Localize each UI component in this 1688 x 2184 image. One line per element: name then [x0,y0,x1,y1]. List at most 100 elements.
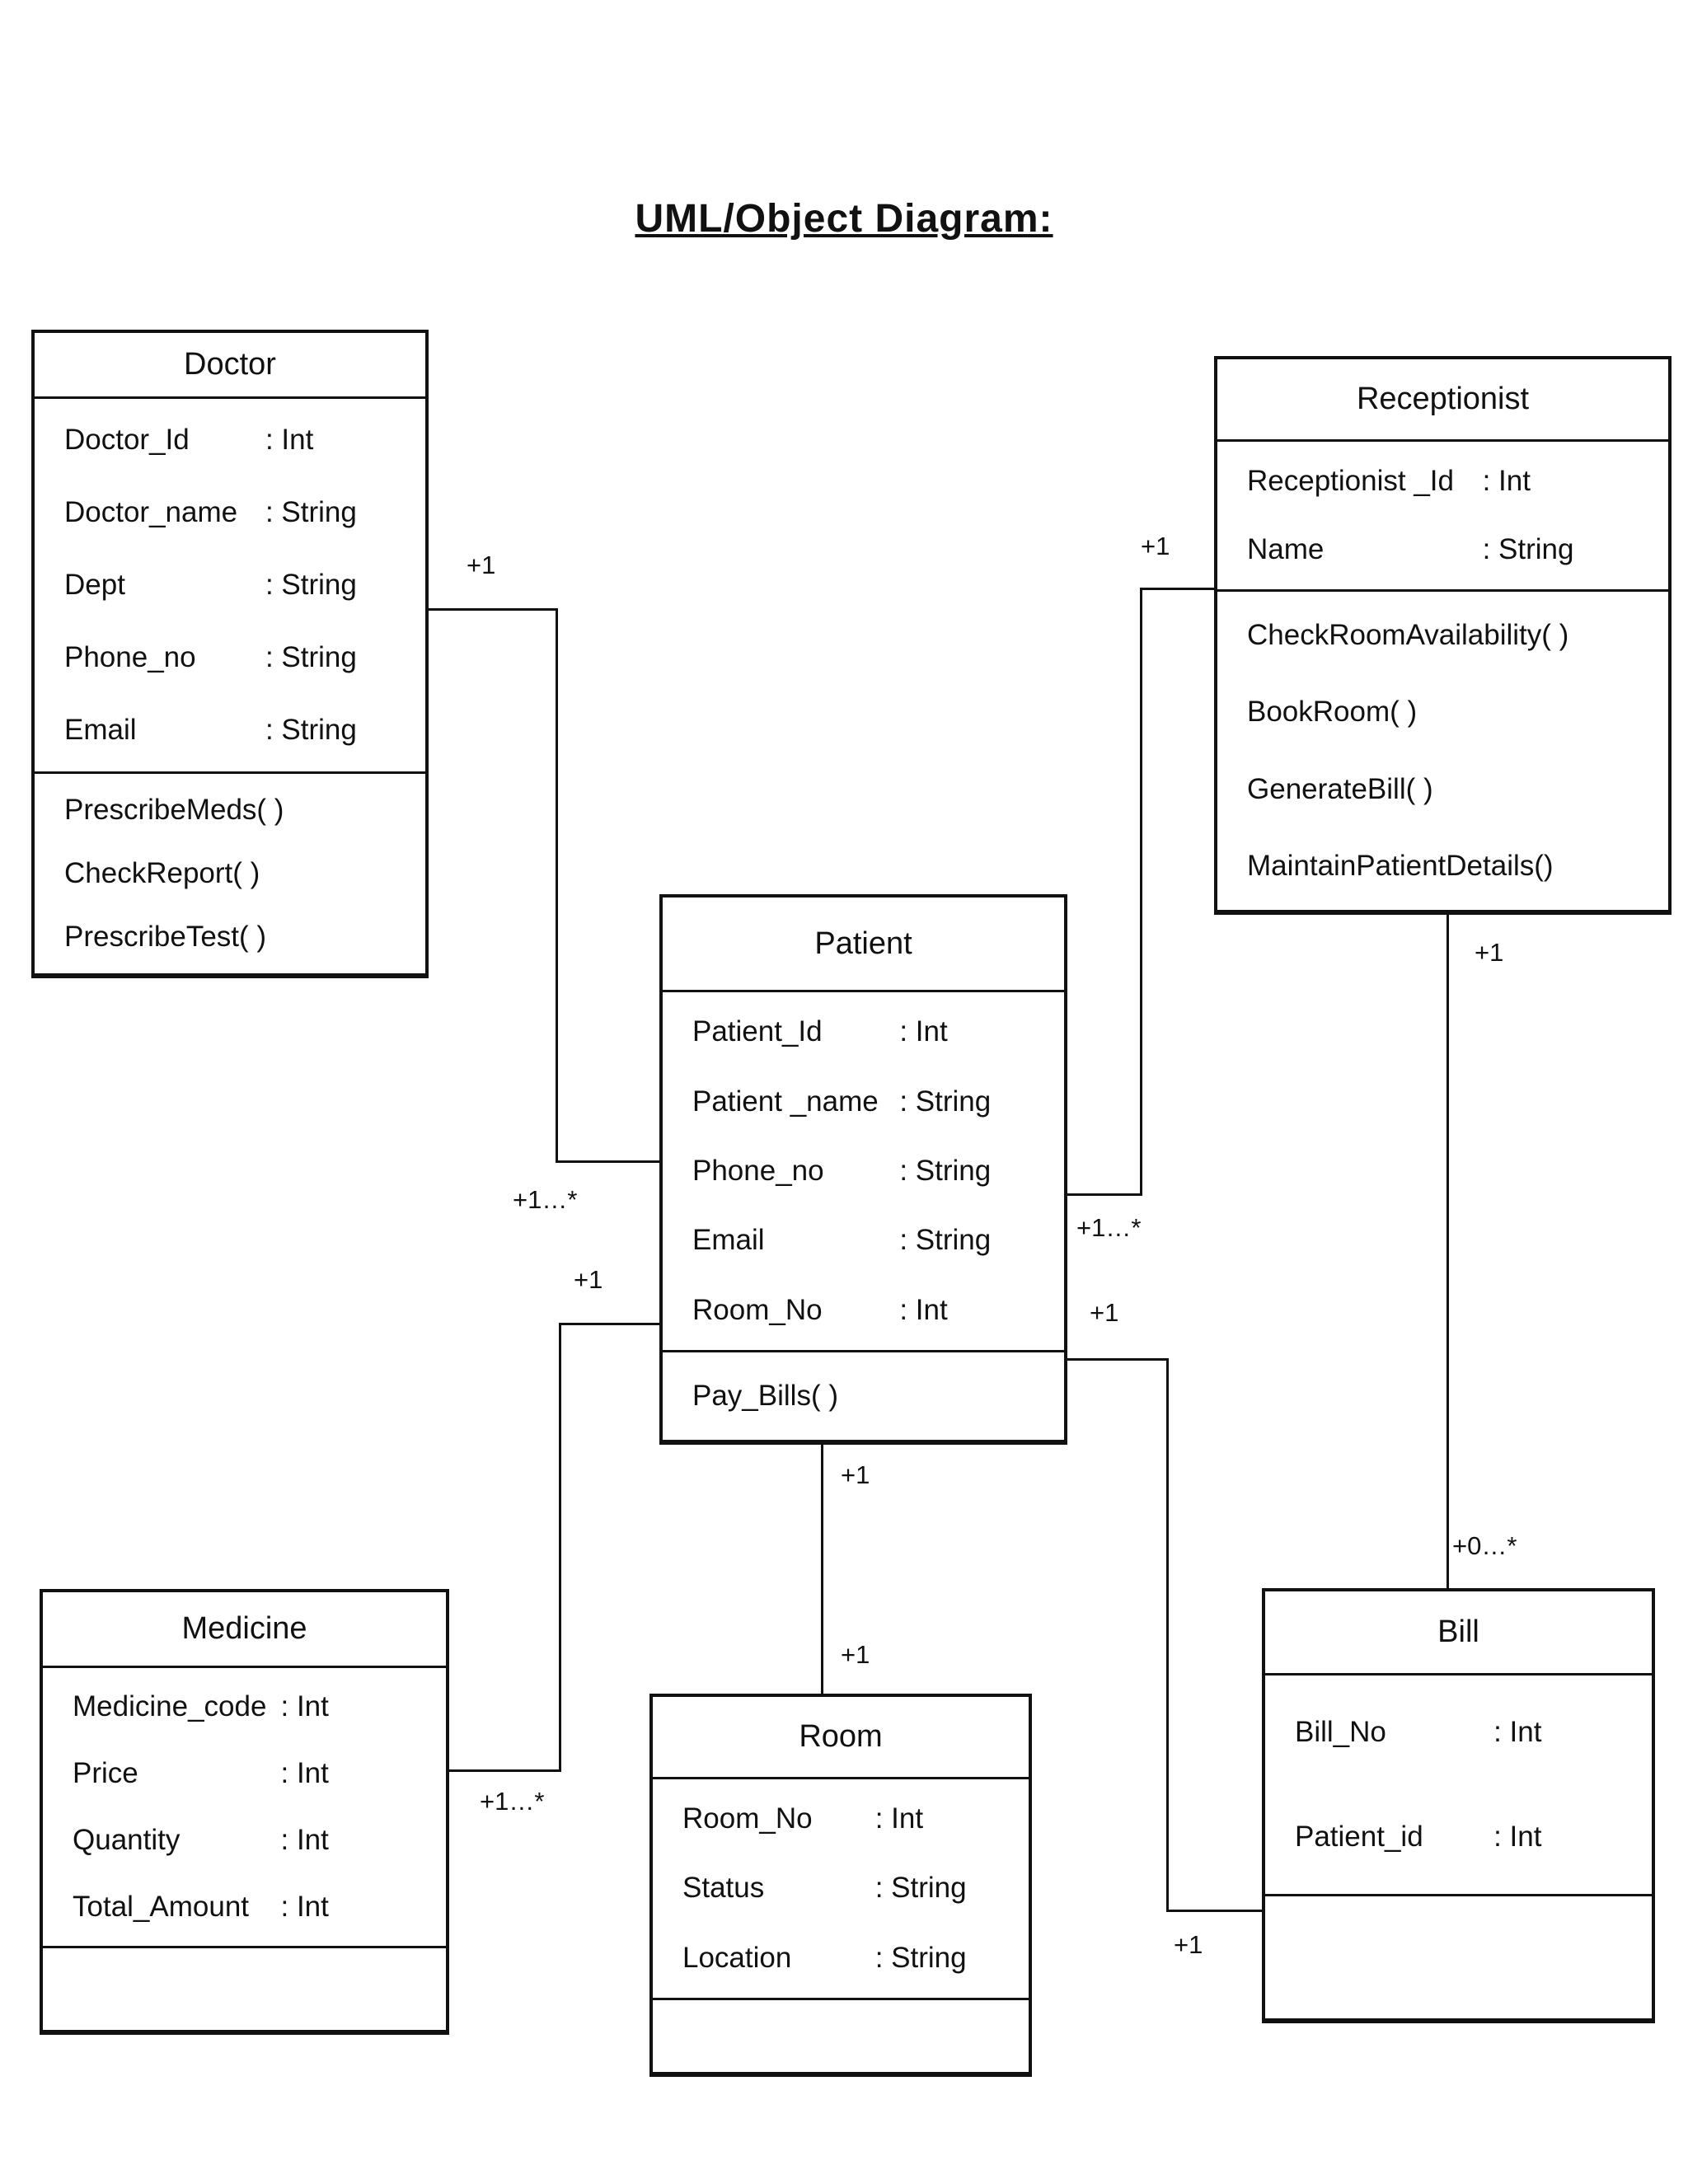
multiplicity-medicine-end: +1…* [476,1787,548,1816]
class-title: Receptionist [1217,359,1668,442]
method-row: GenerateBill( ) [1217,773,1668,806]
multiplicity-patient-end: +1…* [509,1185,581,1215]
attribute-row: Doctor_Id : Int [35,424,425,457]
methods-compartment: CheckRoomAvailability( ) BookRoom( ) Gen… [1217,592,1668,910]
attribute-name: Phone_no [692,1154,824,1187]
attribute-type: : Int [280,1756,329,1789]
attributes-compartment: Receptionist _Id : Int Name : String [1217,442,1668,592]
multiplicity-doctor-end: +1 [463,551,499,580]
class-room: Room Room_No : Int Status : String Locat… [649,1694,1032,2077]
attribute-name: Room_No [682,1802,813,1835]
multiplicity-bill-end: +1 [1170,1930,1207,1960]
method-row: CheckReport( ) [35,857,425,890]
connector-patient-medicine-v [559,1323,561,1772]
attribute-name: Quantity [73,1824,181,1857]
connector-doctor-patient-v [556,608,558,1163]
attributes-compartment: Patient_Id : Int Patient _name : String … [663,992,1064,1352]
attribute-type: : String [874,1872,967,1905]
connector-patient-medicine-h2 [448,1769,561,1772]
multiplicity-patient-end: +1 [570,1265,607,1295]
attribute-type: : Int [1482,464,1531,497]
methods-compartment-empty [43,1948,446,2030]
connector-patient-bill-h1 [1067,1358,1168,1361]
attribute-row: Bill_No : Int [1265,1716,1652,1749]
method-row: MaintainPatientDetails() [1217,850,1668,883]
attribute-name: Patient _name [692,1085,879,1118]
class-doctor: Doctor Doctor_Id : Int Doctor_name : Str… [31,330,429,978]
attribute-name: Price [73,1756,138,1789]
attribute-row: Room_No : Int [653,1802,1029,1835]
attribute-name: Name [1247,533,1325,566]
attribute-type: : String [899,1224,992,1257]
attribute-type: : Int [280,1824,329,1857]
attribute-row: Name : String [1217,533,1668,566]
class-patient: Patient Patient_Id : Int Patient _name :… [659,894,1067,1445]
multiplicity-patient-end: +1 [837,1460,874,1490]
attribute-name: Email [64,714,137,746]
method-name: GenerateBill( ) [1247,772,1433,805]
attribute-row: Receptionist _Id : Int [1217,465,1668,498]
attribute-row: Phone_no : String [663,1155,1064,1188]
attribute-row: Email : String [35,714,425,747]
method-name: BookRoom( ) [1247,696,1418,729]
attribute-name: Doctor_name [64,496,238,528]
class-title: Doctor [35,333,425,399]
attribute-name: Doctor_Id [64,424,190,456]
attribute-type: : String [265,714,357,746]
method-row: Pay_Bills( ) [663,1380,1064,1413]
attribute-type: : Int [874,1802,924,1835]
attribute-row: Phone_no : String [35,641,425,674]
page-title: UML/Object Diagram: [635,197,1053,241]
methods-compartment: PrescribeMeds( ) CheckReport( ) Prescrib… [35,774,425,973]
method-name: CheckRoomAvailability( ) [1247,618,1569,651]
attribute-name: Location [682,1941,792,1974]
attribute-row: Status : String [653,1872,1029,1905]
class-medicine: Medicine Medicine_code : Int Price : Int… [40,1589,449,2035]
attribute-row: Patient _name : String [663,1085,1064,1118]
attribute-name: Patient_id [1295,1820,1423,1853]
attribute-name: Email [692,1224,765,1257]
connector-patient-room-v [821,1445,823,1694]
multiplicity-patient-end: +1 [1086,1298,1123,1328]
attribute-type: : Int [265,424,314,456]
attribute-type: : String [899,1085,992,1118]
methods-compartment: Pay_Bills( ) [663,1352,1064,1440]
multiplicity-bill-end: +0…* [1449,1531,1521,1561]
class-receptionist: Receptionist Receptionist _Id : Int Name… [1214,356,1672,915]
attribute-type: : String [874,1941,967,1974]
attribute-row: Quantity : Int [43,1824,446,1857]
attribute-name: Total_Amount [73,1891,250,1924]
attribute-row: Email : String [663,1224,1064,1257]
class-title: Bill [1265,1591,1652,1675]
attribute-name: Status [682,1872,765,1905]
attribute-name: Medicine_code [73,1690,267,1722]
attribute-type: : Int [280,1690,329,1722]
attribute-row: Location : String [653,1942,1029,1975]
class-title: Medicine [43,1592,446,1668]
class-title: Patient [663,898,1064,992]
attribute-name: Dept [64,569,125,601]
attribute-name: Patient_Id [692,1015,823,1048]
method-name: Pay_Bills( ) [692,1380,838,1412]
attribute-row: Patient_id : Int [1265,1821,1652,1854]
method-name: CheckReport( ) [64,856,260,889]
connector-doctor-patient-h2 [556,1160,659,1163]
attribute-type: : String [265,496,357,528]
attributes-compartment: Doctor_Id : Int Doctor_name : String Dep… [35,399,425,774]
method-name: PrescribeMeds( ) [64,794,284,827]
attribute-name: Receptionist _Id [1247,464,1454,497]
multiplicity-receptionist-end: +1 [1471,938,1507,968]
attributes-compartment: Medicine_code : Int Price : Int Quantity… [43,1668,446,1948]
multiplicity-patient-end: +1…* [1073,1213,1145,1243]
attributes-compartment: Room_No : Int Status : String Location :… [653,1779,1029,2000]
attribute-row: Total_Amount : Int [43,1891,446,1924]
attribute-type: : String [899,1154,992,1187]
multiplicity-receptionist-end: +1 [1137,532,1174,561]
attribute-row: Price : Int [43,1757,446,1790]
attribute-type: : Int [899,1293,948,1326]
attribute-name: Phone_no [64,641,196,673]
connector-receptionist-bill-v [1447,915,1449,1588]
attributes-compartment: Bill_No : Int Patient_id : Int [1265,1675,1652,1896]
attribute-name: Room_No [692,1293,823,1326]
